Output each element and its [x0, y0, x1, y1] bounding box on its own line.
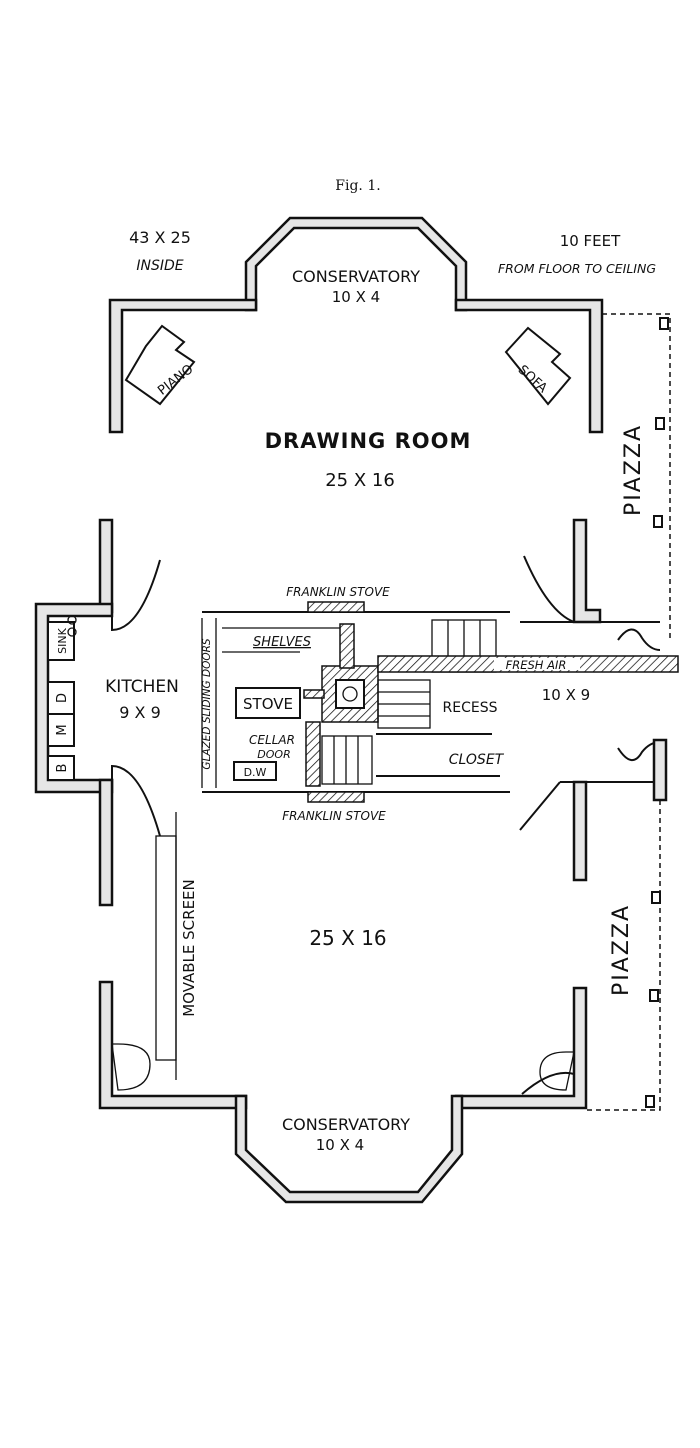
bottom-conservatory: CONSERVATORY 10 X 4	[234, 1094, 464, 1204]
glazed-doors-label: GLAZED SLIDING DOORS	[201, 638, 213, 769]
drawing-room-name: DRAWING ROOM	[265, 429, 472, 453]
kitchen-size: 9 X 9	[119, 703, 161, 722]
kitchen: SINK D M B KITCHEN 9 X 9	[34, 559, 179, 907]
bottom-conservatory-name: CONSERVATORY	[282, 1115, 410, 1134]
sink-label: SINK	[56, 627, 69, 653]
height-note-line2: FROM FLOOR TO CEILING	[498, 261, 656, 276]
lower-piazza-label: PIAZZA	[609, 904, 634, 996]
top-conservatory-name: CONSERVATORY	[292, 267, 420, 286]
top-conservatory-size: 10 X 4	[332, 288, 380, 306]
piano: PIANO	[124, 324, 196, 406]
drawing-room-size: 25 X 16	[325, 470, 395, 491]
movable-screen-label: MOVABLE SCREEN	[180, 879, 198, 1017]
kitchen-name: KITCHEN	[105, 677, 179, 697]
franklin-stove-bottom: FRANKLIN STOVE	[282, 809, 386, 823]
lower-piazza: PIAZZA	[586, 800, 661, 1111]
height-note-line1: 10 FEET	[560, 232, 621, 250]
dw-label: D.W	[244, 766, 267, 779]
closet-label: CLOSET	[449, 752, 505, 768]
recess-label: RECESS	[443, 700, 498, 716]
upper-piazza: PIAZZA	[602, 313, 671, 640]
cellar-door-line2: DOOR	[257, 748, 290, 761]
hall-size-label: 10 X 9	[542, 686, 590, 704]
lower-room-size: 25 X 16	[309, 926, 386, 950]
shelves-label: SHELVES	[253, 635, 311, 650]
center-core: FRANKLIN STOVE FRANKLIN STOVE SHELVES ST…	[201, 555, 679, 882]
bottom-conservatory-size: 10 X 4	[316, 1136, 364, 1154]
sofa: SOFA	[504, 326, 572, 406]
m-label: M	[55, 724, 70, 735]
franklin-stove-top: FRANKLIN STOVE	[286, 585, 390, 599]
fresh-air-label: FRESH AIR	[506, 658, 567, 672]
d-label: D	[55, 693, 70, 703]
b-label: B	[55, 764, 70, 773]
upper-piazza-label: PIAZZA	[621, 424, 646, 516]
cellar-door-line1: CELLAR	[249, 733, 295, 747]
dimensions-note: 43 X 25	[129, 228, 191, 247]
lower-room: 25 X 16 MOVABLE SCREEN	[98, 812, 588, 1110]
figure-caption: Fig. 1.	[335, 178, 380, 194]
stove-label: STOVE	[243, 695, 293, 713]
inside-note: INSIDE	[136, 258, 183, 274]
